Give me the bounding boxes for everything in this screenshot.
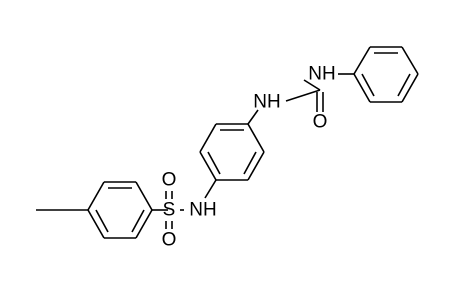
bond	[247, 123, 265, 153]
bond	[401, 46, 419, 75]
double-bond-inner	[243, 151, 257, 175]
bond	[199, 151, 217, 181]
bond	[353, 73, 371, 103]
bond	[87, 181, 105, 211]
bond-aryl-nh	[204, 179, 217, 199]
atom-label-o: O	[162, 230, 177, 251]
tolyl-ring	[87, 181, 153, 239]
sulfonamide-group	[152, 179, 217, 229]
bond-nh-carbonyl	[303, 79, 321, 91]
bond	[135, 209, 153, 239]
bond-nh-aryl	[247, 109, 259, 125]
bond	[87, 209, 105, 239]
phenyl-ring	[353, 46, 419, 103]
atom-label-s: S	[163, 200, 176, 221]
double-bond-inner	[397, 73, 411, 97]
bond	[353, 46, 371, 75]
bond	[247, 151, 265, 181]
double-bond-inner	[361, 73, 375, 97]
atom-label-nh: NH	[189, 200, 216, 221]
atom-label-o: O	[313, 112, 328, 133]
urea-group	[247, 73, 354, 125]
bond	[401, 73, 419, 103]
central-phenylene-ring	[199, 123, 265, 181]
bond-carbonyl-nh	[285, 89, 321, 102]
double-bond-inner	[95, 209, 109, 233]
atom-label-nh: NH	[253, 92, 280, 113]
bond	[135, 181, 153, 211]
atom-label-o: O	[162, 170, 177, 191]
double-bond-inner	[131, 209, 145, 233]
atom-label-nh: NH	[308, 64, 335, 85]
bond	[199, 123, 217, 153]
double-bond-inner	[207, 151, 221, 175]
